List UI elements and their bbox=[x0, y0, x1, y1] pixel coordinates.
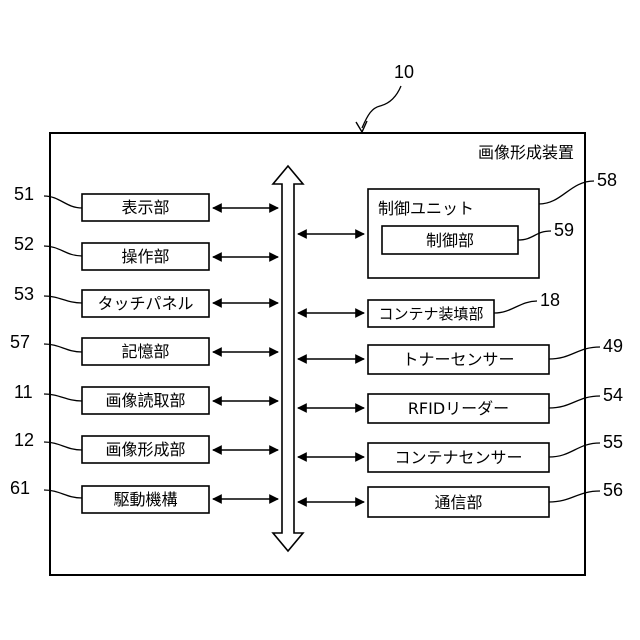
device-ref-leader bbox=[362, 86, 401, 128]
label-54: RFIDリーダー bbox=[408, 399, 509, 418]
label-56: 通信部 bbox=[434, 493, 482, 512]
ref-54: 54 bbox=[603, 385, 623, 405]
ref-52: 52 bbox=[14, 234, 34, 254]
label-11: 画像読取部 bbox=[105, 391, 185, 410]
label-53: タッチパネル bbox=[97, 294, 193, 313]
label-12: 画像形成部 bbox=[105, 440, 185, 459]
ref-51: 51 bbox=[14, 184, 34, 204]
ref-59: 59 bbox=[554, 220, 574, 240]
label-61: 駆動機構 bbox=[113, 490, 177, 509]
label-18: コンテナ装填部 bbox=[378, 305, 483, 323]
device-ref-number: 10 bbox=[394, 62, 414, 82]
ref-55: 55 bbox=[603, 432, 623, 452]
label-57: 記憶部 bbox=[121, 342, 169, 361]
ref-58: 58 bbox=[597, 170, 617, 190]
control-section-label: 制御部 bbox=[426, 231, 474, 250]
ref-18: 18 bbox=[540, 290, 560, 310]
ref-11: 11 bbox=[14, 382, 33, 402]
ref-12: 12 bbox=[14, 430, 34, 450]
ref-57: 57 bbox=[10, 332, 30, 352]
label-51: 表示部 bbox=[121, 198, 169, 217]
ref-61: 61 bbox=[10, 478, 30, 498]
ref-49: 49 bbox=[603, 336, 623, 356]
control-unit-label: 制御ユニット bbox=[378, 199, 474, 218]
label-52: 操作部 bbox=[121, 247, 169, 266]
ref-53: 53 bbox=[14, 284, 34, 304]
device-label: 画像形成装置 bbox=[478, 143, 574, 162]
ref-56: 56 bbox=[603, 480, 623, 500]
left-block-image-reader: 11 画像読取部 bbox=[14, 382, 209, 414]
label-55: コンテナセンサー bbox=[394, 448, 522, 467]
label-49: トナーセンサー bbox=[402, 350, 514, 369]
device-ref-arrowhead bbox=[356, 121, 367, 132]
